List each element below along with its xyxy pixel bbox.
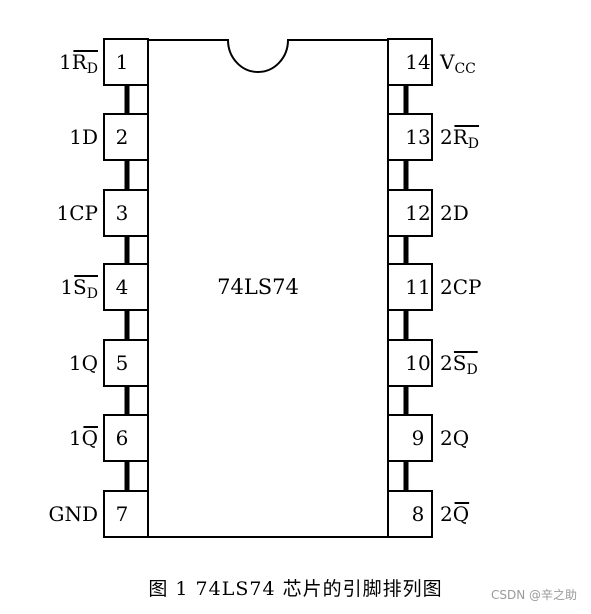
pin-number: 12 [405,201,430,225]
pin-label: 1Q [69,426,98,450]
pin-box [103,414,149,462]
pin-label: 2D [440,201,469,225]
pin-label-main: 2D [440,201,469,225]
pin-label-subscript: D [87,61,98,77]
pin-number: 8 [412,502,425,526]
pin-label-main: 1S [60,275,86,299]
pin-label: 1SD [60,275,98,302]
pin-box [103,38,149,86]
pin-number: 2 [116,125,129,149]
pin-label-main: 2R [440,125,469,149]
pin-label: 2Q [440,502,469,526]
pin-box [387,490,433,538]
pin-number: 1 [116,50,129,74]
pin-label-main: 1R [59,50,88,74]
pin-box [387,263,433,311]
pin-label-subscript: D [87,286,98,302]
pin-label-subscript: D [466,362,477,378]
pin-label-main: 1CP [57,201,98,225]
pin-box [387,113,433,161]
pin-label: 2Q [440,426,469,450]
pin-label-main: 1D [69,125,98,149]
pin-box [387,189,433,237]
pin-box [387,339,433,387]
pin-box [103,490,149,538]
pin-box [103,113,149,161]
pin-number: 14 [405,50,430,74]
pin-label: 1CP [57,201,98,225]
pin-label: 1RD [59,50,98,77]
pin-number: 3 [116,201,129,225]
pin-label: VCC [439,50,476,77]
pin-label-subscript: CC [454,61,475,77]
pin-box [103,189,149,237]
pin-box [387,414,433,462]
watermark: CSDN @辛之助 [490,588,577,602]
pin-label-main: 2Q [440,426,469,450]
pin-box [103,339,149,387]
pin-label-main: GND [48,502,98,526]
pin-label-main: 1Q [69,351,98,375]
pin-label-main: 2Q [440,502,469,526]
pin-label: 1D [69,125,98,149]
pin-number: 6 [116,426,129,450]
pin-label: 1Q [69,351,98,375]
pin-box [387,38,433,86]
pin-number: 9 [412,426,425,450]
pin-label: 2RD [440,125,479,152]
pin-label-main: V [439,50,455,74]
pin-box [103,263,149,311]
pin-number: 7 [116,502,129,526]
chip-body [147,39,389,538]
pin-number: 13 [405,125,430,149]
pin-number: 11 [405,275,430,299]
pin-label: 2SD [440,351,478,378]
figure-caption: 图 1 74LS74 芯片的引脚排列图 [148,578,443,600]
pin-number: 10 [405,351,430,375]
pin-label-main: 2S [440,351,466,375]
pin-label-main: 1Q [69,426,98,450]
pin-number: 5 [116,351,129,375]
pin-label: 2CP [440,275,481,299]
pin-label-subscript: D [468,136,479,152]
chip-name: 74LS74 [217,275,299,299]
pin-label: GND [48,502,98,526]
pin-number: 4 [116,275,129,299]
pin-label-main: 2CP [440,275,481,299]
